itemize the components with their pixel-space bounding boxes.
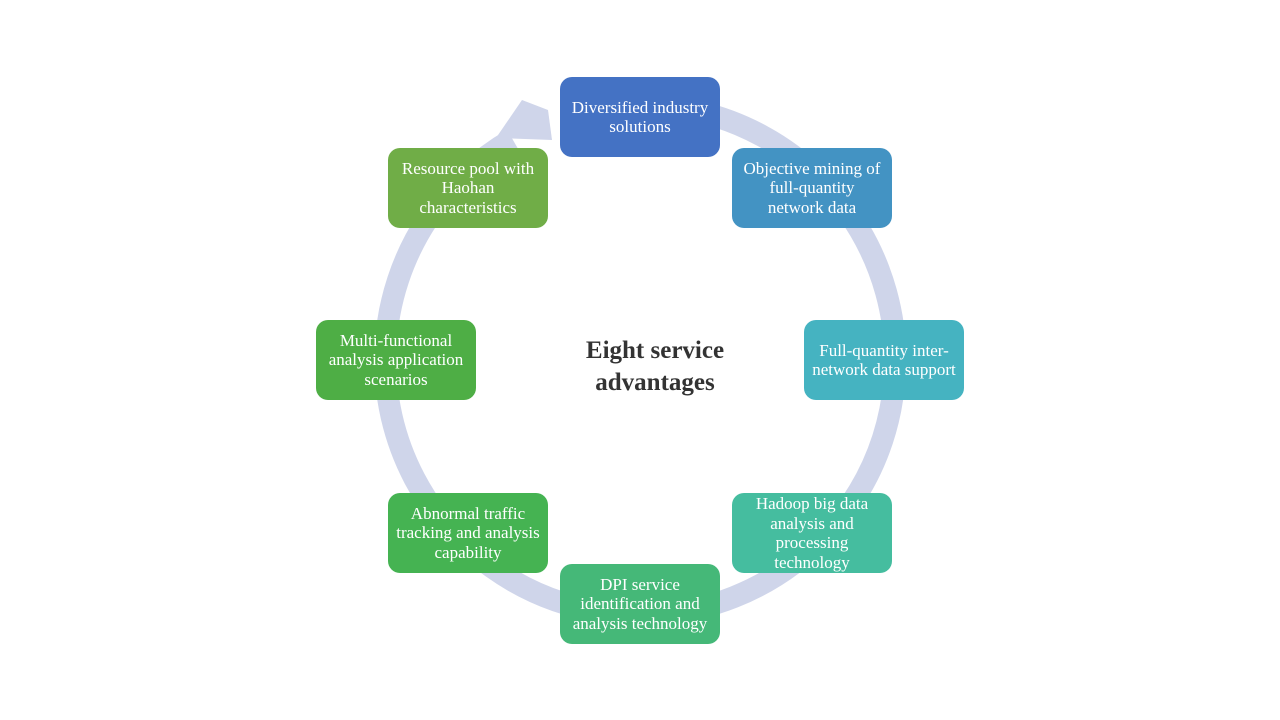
node-label: Full-quantity inter-network data support bbox=[812, 340, 956, 380]
node-label: DPI service identification and analysis … bbox=[572, 574, 708, 633]
node-abnormal-traffic: Abnormal traffic tracking and analysis c… bbox=[388, 493, 548, 573]
node-label: Resource pool with Haohan characteristic… bbox=[401, 158, 535, 217]
node-diversified-industry-solutions: Diversified industry solutions bbox=[560, 77, 720, 157]
node-resource-pool: Resource pool with Haohan characteristic… bbox=[388, 148, 548, 228]
node-label: Diversified industry solutions bbox=[571, 97, 709, 137]
node-hadoop-big-data: Hadoop big data analysis and processing … bbox=[732, 493, 892, 573]
node-multi-functional-analysis: Multi-functional analysis application sc… bbox=[316, 320, 476, 400]
cycle-arrowhead-icon bbox=[496, 100, 552, 140]
node-dpi-service: DPI service identification and analysis … bbox=[560, 564, 720, 644]
node-label: Hadoop big data analysis and processing … bbox=[755, 494, 869, 572]
node-objective-mining: Objective mining of full-quantity networ… bbox=[732, 148, 892, 228]
node-label: Abnormal traffic tracking and analysis c… bbox=[396, 503, 540, 562]
node-label: Objective mining of full-quantity networ… bbox=[743, 158, 881, 217]
center-title: Eight service advantages bbox=[585, 337, 725, 396]
node-full-quantity-inter-network: Full-quantity inter-network data support bbox=[804, 320, 964, 400]
node-label: Multi-functional analysis application sc… bbox=[328, 330, 464, 389]
